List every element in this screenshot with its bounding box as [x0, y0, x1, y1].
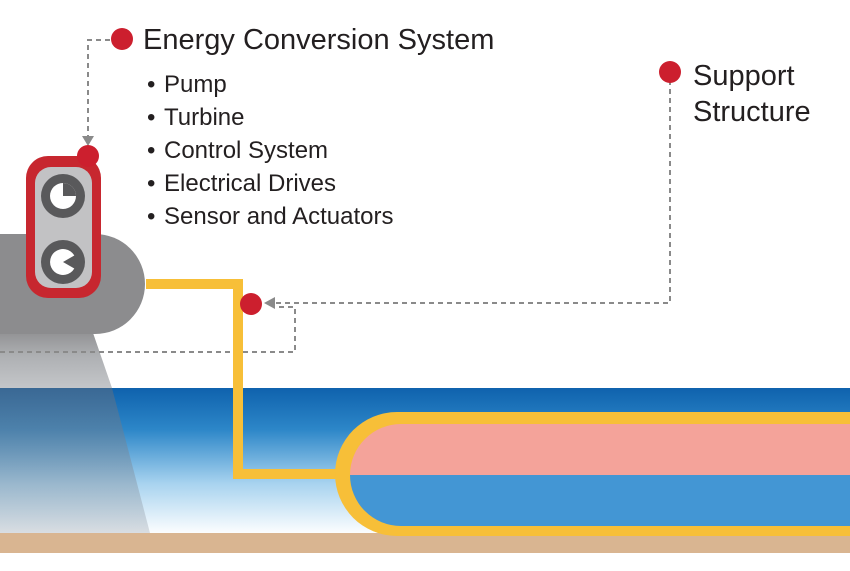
pump-icon: [41, 240, 85, 284]
energy-conversion-unit: [26, 156, 101, 298]
energy-conversion-system-label: Energy Conversion System: [143, 24, 495, 56]
support-leader-line: [264, 80, 671, 309]
component-turbine: Turbine: [147, 101, 393, 134]
ecs-title-marker: [111, 28, 133, 50]
component-pump: Pump: [147, 68, 393, 101]
support-pier-submerged: [0, 388, 150, 533]
pipe-junction-marker: [240, 293, 262, 315]
ecs-leader-line: [82, 39, 110, 146]
support-pier: [0, 330, 112, 388]
platform-leader-line: [0, 306, 296, 353]
seabed: [0, 533, 850, 553]
component-control-system: Control System: [147, 134, 393, 167]
component-electrical-drives: Electrical Drives: [147, 167, 393, 200]
support-title-marker: [659, 61, 681, 83]
penstock-pipe: [146, 279, 350, 479]
unit-marker: [77, 145, 99, 167]
support-structure-label: Support Structure: [693, 60, 811, 128]
component-sensor-actuators: Sensor and Actuators: [147, 200, 393, 233]
energy-conversion-components-list: Pump Turbine Control System Electrical D…: [147, 68, 393, 233]
storage-tank: [335, 412, 850, 536]
turbine-icon: [41, 174, 85, 218]
